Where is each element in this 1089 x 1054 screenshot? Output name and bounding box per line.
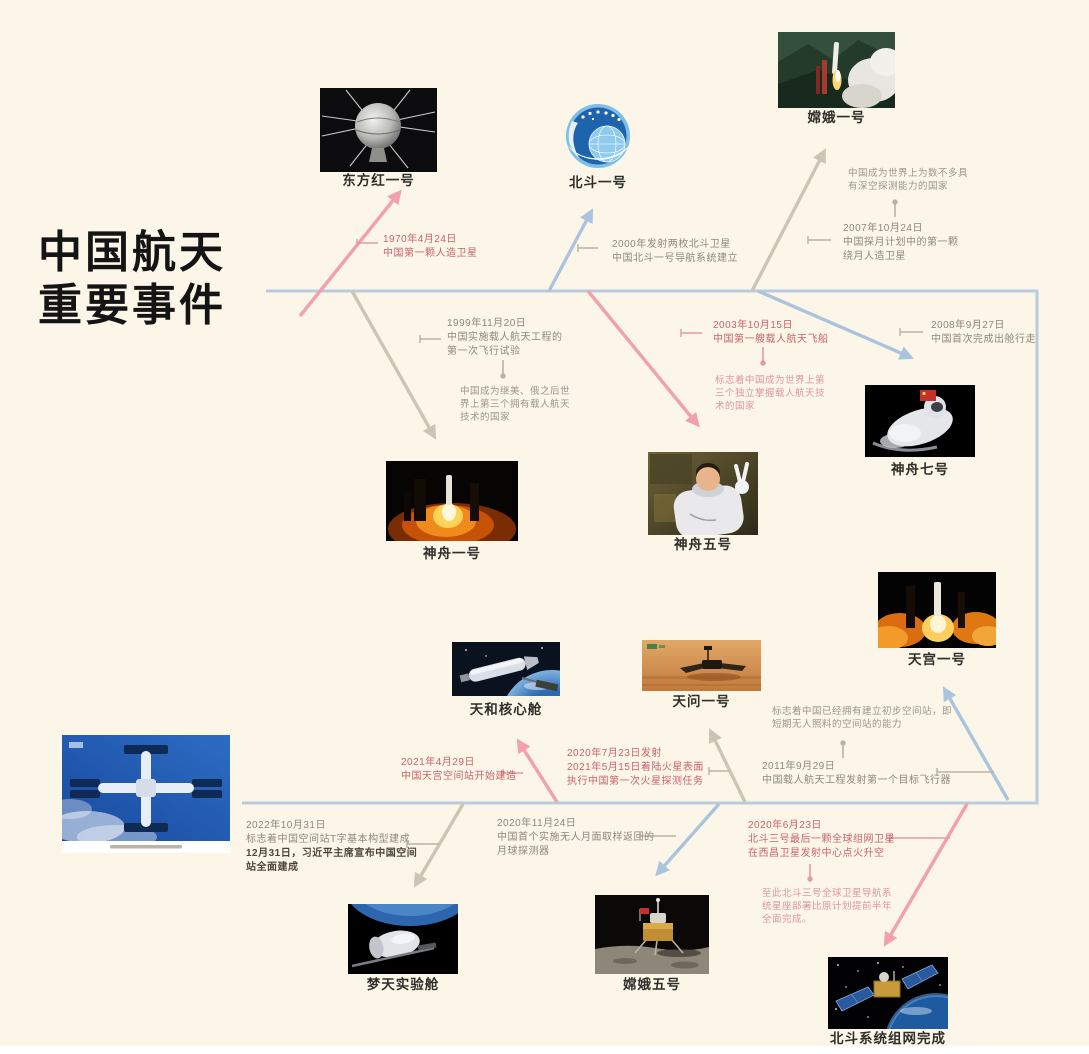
tiangong1-launch-photo: [878, 572, 996, 648]
shenzhou1-label: 神舟一号: [423, 546, 481, 561]
change1-launch-photo: [778, 32, 895, 108]
note-pins: [500, 199, 898, 882]
note-2008: 2008年9月27日 中国首次完成出舱行走: [931, 320, 1036, 345]
title-line-2: 重要事件: [38, 281, 226, 330]
note-2020-mars: 2020年7月23日发射 2021年5月15日着陆火星表面 执行中国第一次火星探…: [567, 748, 704, 787]
note-2020-beidou: 2020年6月23日 北斗三号最后一颗全球组网卫星 在西昌卫星发射中心点火升空: [748, 820, 895, 859]
desc-2003: 标志着中国成为世界上第 三个独立掌握载人航天技 术的国家: [715, 375, 826, 412]
beidou-net-label: 北斗系统组网完成: [830, 1031, 946, 1046]
pink-ticks: [356, 239, 950, 842]
note-2022-bold: 12月31日，习近平主席宣布中国空间 站全面建成: [246, 848, 418, 873]
shenzhou5-label: 神舟五号: [674, 537, 732, 552]
note-2022-regular: 2022年10月31日 标志着中国空间站T字基本构型建成: [246, 820, 411, 845]
branch-beidou1: [547, 208, 594, 292]
change5-lander-photo: [595, 895, 709, 974]
desc-2020-beidou: 至此北斗三号全球卫星导航系 统星座部署比原计划提前半年 全面完成。: [762, 888, 893, 925]
station-photo-logo: [69, 742, 83, 748]
branch-tianwen1: [708, 728, 747, 803]
note-2021: 2021年4月29日 中国天宫空间站开始建造: [401, 757, 517, 782]
note-2011: 2011年9月29日 中国载人航天工程发射第一个目标飞行器: [762, 761, 951, 786]
tianwen1-rover-photo: [642, 640, 761, 691]
note-2020-moon: 2020年11月24日 中国首个实施无人月面取样返回的 月球探测器: [497, 818, 655, 857]
tiangong1-label: 天宫一号: [908, 652, 966, 667]
branch-shenzhou1: [350, 290, 437, 440]
beidou1-label: 北斗一号: [569, 175, 627, 190]
change5-label: 嫦娥五号: [623, 977, 681, 992]
branch-tianhe: [516, 738, 559, 803]
note-2022: 2022年10月31日 标志着中国空间站T字基本构型建成 12月31日，习近平主席…: [246, 819, 417, 875]
desc-1999: 中国成为继美、俄之后世 界上第三个拥有载人航天 技术的国家: [460, 386, 571, 423]
beidou-network-satellite-photo: [828, 957, 948, 1029]
beidou1-logo: [556, 101, 640, 171]
change1-label: 嫦娥一号: [807, 110, 866, 125]
tianhe-module-photo: [452, 642, 560, 696]
shenzhou7-spacewalk-photo: [865, 385, 975, 457]
branch-shenzhou7: [757, 289, 914, 360]
branch-shenzhou5: [586, 289, 700, 428]
mengtian-label: 梦天实验舱: [366, 977, 440, 992]
dongfanghong-satellite-photo: [320, 88, 437, 172]
note-2007: 2007年10月24日 中国探月计划中的第一颗 绕月人造卫星: [843, 223, 959, 262]
tianwen1-label: 天问一号: [672, 694, 731, 709]
station-photo-caption-bar: [110, 845, 182, 849]
note-1970: 1970年4月24日 中国第一颗人造卫星: [383, 234, 478, 259]
page-title: 中国航天重要事件: [38, 226, 226, 332]
dongfanghong-label: 东方红一号: [342, 173, 415, 188]
note-2000: 2000年发射两枚北斗卫星 中国北斗一号导航系统建立: [612, 239, 738, 264]
note-1999: 1999年11月20日 中国实施载人航天工程的 第一次飞行试验: [447, 318, 563, 357]
branch-dongfanghong: [298, 189, 402, 318]
shenzhou7-label: 神舟七号: [891, 462, 949, 477]
branch-change5: [655, 802, 721, 877]
desc-2007: 中国成为世界上为数不多具 有深空探测能力的国家: [848, 168, 969, 192]
timeline-spine: [242, 289, 1039, 805]
desc-2011: 标志着中国已经拥有建立初步空间站，即 短期无人照料的空间站的能力: [772, 706, 953, 730]
gray-ticks: [406, 236, 994, 848]
bottom-white-strip: [0, 1046, 1089, 1054]
note-2003: 2003年10月15日 中国第一艘载人航天飞船: [713, 320, 829, 345]
title-line-1: 中国航天: [38, 228, 226, 277]
tianhe-label: 天和核心舱: [469, 702, 543, 717]
shenzhou1-launch-photo: [386, 461, 518, 541]
branch-tiangong1: [942, 686, 1010, 801]
mengtian-module-photo: [348, 904, 458, 974]
branch-mengtian: [413, 803, 465, 888]
china-space-station-photo: [62, 735, 230, 853]
shenzhou5-astronaut-photo: [648, 452, 758, 535]
branch-change1: [750, 148, 826, 292]
branch-beidou-net: [883, 803, 969, 947]
